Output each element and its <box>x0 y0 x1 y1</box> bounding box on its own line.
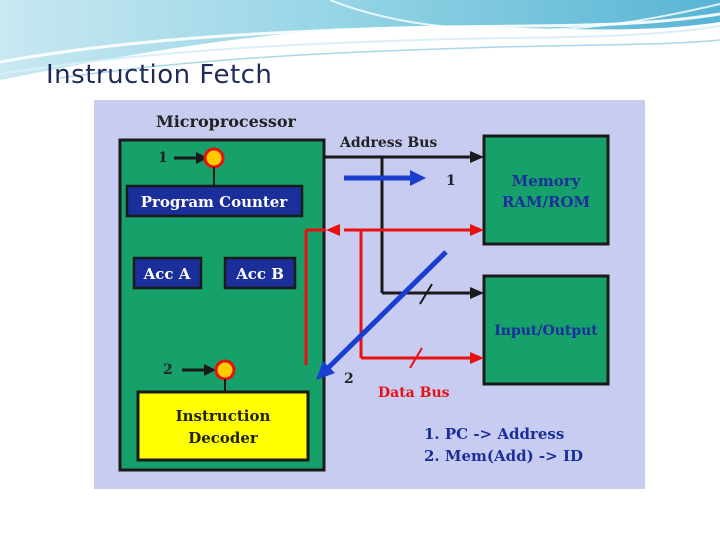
program-counter-register <box>125 184 304 218</box>
acc-a-register <box>132 256 203 290</box>
data-bus-label: Data Bus <box>378 385 450 401</box>
instruction-fetch-diagram: Microprocessor Program Counter Acc A Acc… <box>94 100 645 489</box>
data-bus-slash <box>409 347 423 369</box>
data-bus-arrow-left <box>326 224 340 236</box>
acc-b-register <box>223 256 297 290</box>
step-1-pointer-head <box>196 152 208 164</box>
step-2-pointer-head <box>204 364 216 376</box>
memory-label-line1: Memory <box>512 172 582 190</box>
data-fetch-arrowhead <box>316 361 335 380</box>
step-legend-1: 1. PC -> Address <box>424 425 564 443</box>
microprocessor-label: Microprocessor <box>156 112 297 131</box>
step-1-node <box>203 147 225 169</box>
acc-b-label: Acc B <box>235 265 284 283</box>
instruction-decoder <box>136 390 310 462</box>
step-1-marker-bus: 1 <box>446 173 456 189</box>
data-bus-arrow-io <box>470 352 484 364</box>
program-counter-label: Program Counter <box>141 193 289 211</box>
step-1-marker-left: 1 <box>158 150 168 166</box>
slide-title: Instruction Fetch <box>46 60 273 90</box>
address-bus-slash <box>419 283 433 305</box>
fetch-arrows <box>316 170 448 380</box>
header-swoosh-decoration <box>0 0 720 80</box>
acc-a-label: Acc A <box>143 265 191 283</box>
address-bus-arrow-memory <box>470 151 484 163</box>
data-bus-arrow-memory <box>470 224 484 236</box>
input-output-block <box>482 274 610 386</box>
step-2-marker-bus: 2 <box>344 371 354 387</box>
step-legend-2: 2. Mem(Add) -> ID <box>424 447 583 465</box>
input-output-label: Input/Output <box>494 323 598 339</box>
memory-block <box>482 134 610 246</box>
address-bus-arrow-io <box>470 287 484 299</box>
step-2-marker-left: 2 <box>163 362 173 378</box>
decoder-label-line1: Instruction <box>176 407 271 425</box>
step-2-node <box>214 359 236 381</box>
data-fetch-arrow <box>324 250 448 372</box>
address-bus-label: Address Bus <box>339 135 437 151</box>
memory-label-line2: RAM/ROM <box>502 193 590 211</box>
address-fetch-arrowhead <box>410 170 426 186</box>
decoder-label-line2: Decoder <box>188 429 259 447</box>
